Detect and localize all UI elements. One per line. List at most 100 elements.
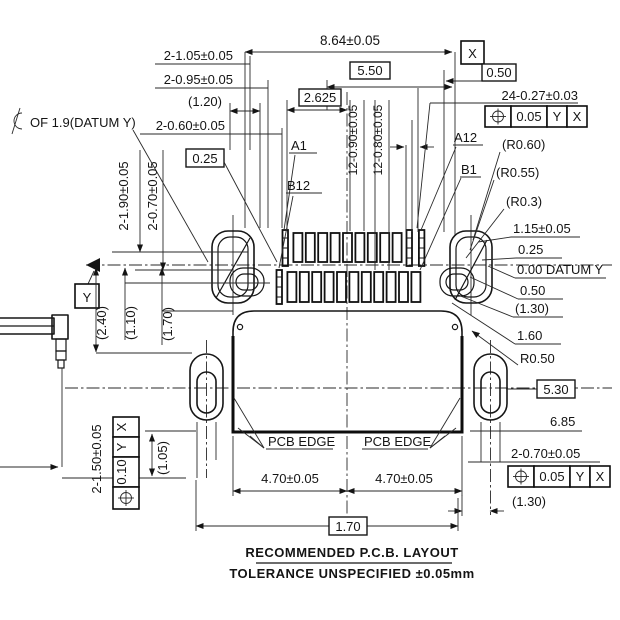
pcb-edge-right-callout: PCB EDGE xyxy=(362,397,461,450)
dim-row-bottom: 12-0.80±0.05 xyxy=(371,100,390,270)
dim-470-left-label: 4.70±0.05 xyxy=(261,471,319,486)
dim-130-label: (1.30) xyxy=(515,301,549,316)
dim-025-label: 0.25 xyxy=(518,242,543,257)
connector-body xyxy=(231,310,464,434)
fcf-top: 0.05 Y X xyxy=(484,105,588,128)
title-block: RECOMMENDED P.C.B. LAYOUT TOLERANCE UNSP… xyxy=(229,545,474,581)
centerline-note: OF 1.9(DATUM Y) xyxy=(11,107,209,263)
callout-025: 0.25 xyxy=(481,242,562,261)
dim-2x-060-label: 2-0.60±0.05 xyxy=(156,118,225,133)
slot-extension-lines xyxy=(196,422,501,478)
pad xyxy=(366,232,378,263)
fcf-right-tol: 0.05 xyxy=(539,469,564,484)
callout-2x-070-right: 2-0.70±0.05 xyxy=(468,446,600,463)
pin-b12-label: B12 xyxy=(287,178,310,193)
pad xyxy=(398,271,409,303)
centerline-symbol-icon xyxy=(13,112,23,130)
dim-overall: 8.64±0.05 xyxy=(244,33,453,228)
pad xyxy=(298,271,310,303)
callout-130b: (1.30) xyxy=(448,494,546,516)
dim-470-right-label: 4.70±0.05 xyxy=(375,471,433,486)
fcf-left: X Y 0.10 xyxy=(112,416,140,510)
pad xyxy=(354,232,366,263)
side-view xyxy=(0,314,69,471)
dim-box-550-label: 5.50 xyxy=(357,63,382,78)
datum-flag-x: X xyxy=(460,40,485,65)
dim-170: (1.70) xyxy=(158,267,233,345)
pad xyxy=(410,271,422,303)
callout-685: 6.85 xyxy=(470,414,582,432)
dim-115-label: 1.15±0.05 xyxy=(513,221,571,236)
pin-a12: A12 xyxy=(420,130,483,231)
dim-2x-105-label: 2-1.05±0.05 xyxy=(164,48,233,63)
fcf-left-d2: X xyxy=(114,422,129,431)
centerline-note-label: OF 1.9(DATUM Y) xyxy=(30,115,136,130)
callout-r03: (R0.3) xyxy=(465,194,542,259)
callout-r060: (R0.60) xyxy=(472,137,545,241)
pad xyxy=(342,232,353,263)
dim-2x-190-label: 2-1.90±0.05 xyxy=(116,161,131,230)
dim-685-label: 6.85 xyxy=(550,414,575,429)
dim-2x-095-label: 2-0.95±0.05 xyxy=(164,72,233,87)
datum-x-label: X xyxy=(468,46,477,61)
callout-r050: R0.50 xyxy=(471,330,555,366)
dim-470-right: 4.70±0.05 xyxy=(346,436,463,496)
dim-box-050-label: 0.50 xyxy=(486,65,511,80)
pin-a1: A1 xyxy=(283,138,317,231)
pin-b1-label: B1 xyxy=(461,162,477,177)
r060-label: (R0.60) xyxy=(502,137,545,152)
dim-overall-label: 8.64±0.05 xyxy=(320,33,380,48)
callout-115: 1.15±0.05 xyxy=(477,221,580,243)
pcb-edge-outline xyxy=(231,336,464,434)
position-tolerance-icon xyxy=(118,490,134,506)
shield-pad-left xyxy=(211,230,265,304)
dim-row-top-label: 12-0.90±0.05 xyxy=(346,104,360,175)
dim-2x-150: 2-1.50±0.05 xyxy=(89,424,104,493)
pad xyxy=(292,232,304,263)
fcf-left-d1: Y xyxy=(114,442,129,451)
r055-label: (R0.55) xyxy=(496,165,539,180)
dim-row-top: 12-0.90±0.05 xyxy=(346,100,365,231)
dim-box-170-label: 1.70 xyxy=(335,519,360,534)
dim-box-050: 0.50 xyxy=(443,63,517,232)
pad-row-top xyxy=(281,229,426,267)
shield-pad-right xyxy=(439,230,493,304)
datum-y-label: Y xyxy=(83,290,92,305)
pad xyxy=(304,232,316,263)
callout-130: (1.30) xyxy=(457,294,563,318)
mounting-slot-right xyxy=(473,353,508,421)
dim-105-label: (1.05) xyxy=(155,441,170,475)
dim-box-025: 0.25 xyxy=(185,148,278,263)
datum0-label: 0.00 DATUM Y xyxy=(517,262,604,277)
dim-110: (1.10) xyxy=(121,267,270,340)
pad xyxy=(373,271,385,303)
pad xyxy=(379,232,391,263)
pad xyxy=(317,232,329,263)
dim-110-label: (1.10) xyxy=(123,306,138,340)
pad xyxy=(385,271,397,303)
dim-120-label: (1.20) xyxy=(188,94,222,109)
drawing-tolerance-note: TOLERANCE UNSPECIFIED ±0.05mm xyxy=(229,566,474,581)
dim-24x: 24-0.27±0.03 xyxy=(416,88,578,229)
pad xyxy=(323,271,335,303)
dim-row-bottom-label: 12-0.80±0.05 xyxy=(371,104,385,175)
fcf-right-d2: X xyxy=(596,469,605,484)
pad xyxy=(286,271,298,303)
dim-box-2625-label: 2.625 xyxy=(304,90,337,105)
fcf-top-tol: 0.05 xyxy=(516,109,541,124)
pad xyxy=(329,232,341,263)
dim-160-label: 1.60 xyxy=(517,328,542,343)
pad xyxy=(348,271,360,303)
pad xyxy=(391,232,403,263)
pcb-edge-left-callout: PCB EDGE xyxy=(233,397,336,450)
mounting-slot-left xyxy=(189,353,224,421)
pin-b1: B1 xyxy=(419,162,481,271)
position-tolerance-icon xyxy=(513,468,529,485)
dim-2x-070-left-label: 2-0.70±0.05 xyxy=(145,161,160,230)
callout-r055: (R0.55) xyxy=(469,165,539,251)
dim-2x-070-right-label: 2-0.70±0.05 xyxy=(511,446,580,461)
pin-a1-label: A1 xyxy=(291,138,307,153)
callout-050: 0.50 xyxy=(469,276,563,300)
pin-b12: B12 xyxy=(278,178,322,269)
